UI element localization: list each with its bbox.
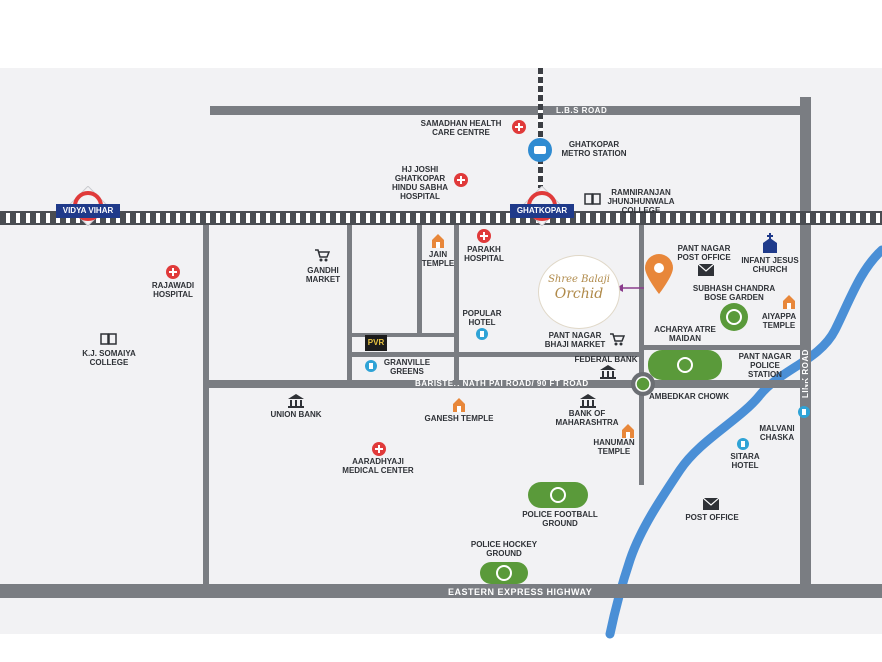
project-logo-line1: Shree Balaji bbox=[548, 274, 610, 285]
parakh-hospital-icon bbox=[477, 229, 491, 243]
pvr-cinema: PVR bbox=[365, 335, 387, 351]
church-icon bbox=[763, 233, 777, 253]
leaf-icon bbox=[496, 565, 512, 581]
pant-police-label: PANT NAGAR POLICE STATION bbox=[738, 352, 792, 379]
roundabout-icon bbox=[631, 372, 655, 396]
malvani-label: MALVANI CHASKA bbox=[759, 424, 795, 442]
hotel-icon bbox=[798, 406, 810, 418]
metro-station-label: GHATKOPAR METRO STATION bbox=[561, 140, 627, 158]
hotel-icon bbox=[365, 360, 377, 372]
rajawadi-hospital-icon bbox=[166, 265, 180, 279]
subhash-garden-label: SUBHASH CHANDRA BOSE GARDEN bbox=[692, 284, 776, 302]
kj-somaiya-label: K.J. SOMAIYA COLLEGE bbox=[82, 349, 136, 367]
gandhi-market-label: GANDHI MARKET bbox=[305, 266, 341, 284]
samadhan-label: SAMADHAN HEALTH CARE CENTRE bbox=[420, 119, 502, 137]
aaradhyaji-label: AARADHYAJI MEDICAL CENTER bbox=[342, 457, 414, 475]
road-v-left bbox=[203, 225, 209, 590]
popular-hotel-label: POPULAR HOTEL bbox=[462, 309, 502, 327]
link-road bbox=[800, 97, 811, 592]
book-icon bbox=[100, 333, 117, 345]
ghatkopar-label: GHATKOPAR bbox=[510, 204, 574, 218]
road-v-jain bbox=[417, 225, 422, 335]
map-background bbox=[0, 68, 882, 634]
ganesh-temple-icon bbox=[453, 398, 465, 412]
hj-joshi-hospital-icon bbox=[454, 173, 468, 187]
pant-bhaji-label: PANT NAGAR BHAJI MARKET bbox=[544, 331, 606, 349]
ganesh-temple-label: GANESH TEMPLE bbox=[424, 414, 494, 423]
ghatkopar-station[interactable]: GHATKOPAR bbox=[510, 186, 574, 236]
bank-icon bbox=[600, 365, 616, 379]
bank-icon bbox=[580, 394, 596, 408]
granville-label: GRANVILLE GREENS bbox=[383, 358, 431, 376]
eastern-highway-label: EASTERN EXPRESS HIGHWAY bbox=[448, 587, 593, 597]
samadhan-hospital-icon bbox=[512, 120, 526, 134]
federal-bank-label: FEDERAL BANK bbox=[574, 355, 638, 364]
arrow-icon bbox=[616, 284, 644, 292]
location-pin-icon[interactable] bbox=[645, 254, 673, 294]
acharya-atre-label: ACHARYA ATRE MAIDAN bbox=[654, 325, 716, 343]
parakh-label: PARAKH HOSPITAL bbox=[464, 245, 504, 263]
leaf-icon bbox=[726, 309, 742, 325]
mail-icon bbox=[703, 498, 719, 510]
sitara-label: SITARA HOTEL bbox=[730, 452, 760, 470]
hotel-icon bbox=[737, 438, 749, 450]
ramniranjan-label: RAMNIRANJAN JHUNJHUNWALA COLLEGE bbox=[607, 188, 675, 215]
road-h-pvr bbox=[347, 333, 457, 337]
jain-temple-label: JAIN TEMPLE bbox=[421, 250, 455, 268]
eastern-highway bbox=[0, 584, 882, 598]
railway-line bbox=[0, 211, 882, 225]
link-road-label: LINK ROAD bbox=[801, 349, 810, 398]
road-v-gandhi bbox=[347, 225, 352, 385]
police-hockey-label: POLICE HOCKEY GROUND bbox=[470, 540, 538, 558]
ambedkar-chowk-label: AMBEDKAR CHOWK bbox=[649, 392, 729, 401]
metro-line bbox=[538, 68, 543, 188]
road-v-parakh bbox=[454, 225, 459, 385]
ayappa-temple-icon bbox=[783, 295, 795, 309]
book-icon bbox=[584, 193, 601, 205]
police-hockey-garden-icon bbox=[480, 562, 528, 584]
union-bank-label: UNION BANK bbox=[270, 410, 322, 419]
project-logo[interactable]: Shree Balaji Orchid bbox=[538, 255, 620, 329]
infant-jesus-label: INFANT JESUS CHURCH bbox=[741, 256, 799, 274]
metro-station-icon bbox=[528, 138, 552, 162]
road-h-bhaji bbox=[347, 352, 642, 357]
hanuman-temple-label: HANUMAN TEMPLE bbox=[593, 438, 635, 456]
leaf-icon bbox=[677, 357, 693, 373]
ayappa-temple-label: AIYAPPA TEMPLE bbox=[761, 312, 797, 330]
vidya-vihar-label: VIDYA VIHAR bbox=[56, 204, 120, 218]
barister-road bbox=[205, 380, 805, 388]
barister-road-label: BARISTER NATH PAI ROAD/ 90 FT ROAD bbox=[415, 379, 589, 388]
police-football-label: POLICE FOOTBALL GROUND bbox=[522, 510, 598, 528]
cart-icon bbox=[315, 249, 330, 262]
hj-joshi-label: HJ JOSHI GHATKOPAR HINDU SABHA HOSPITAL bbox=[392, 165, 448, 201]
vidya-vihar-station[interactable]: VIDYA VIHAR bbox=[56, 186, 120, 236]
bank-icon bbox=[288, 394, 304, 408]
jain-temple-icon bbox=[432, 234, 444, 248]
lbs-road bbox=[210, 106, 810, 115]
mail-icon bbox=[698, 264, 714, 276]
hanuman-temple-icon bbox=[622, 424, 634, 438]
acharya-atre-garden-icon bbox=[648, 350, 722, 380]
lbs-road-label: L.B.S ROAD bbox=[556, 106, 608, 115]
rajawadi-label: RAJAWADI HOSPITAL bbox=[151, 281, 195, 299]
leaf-icon bbox=[550, 487, 566, 503]
cart-icon bbox=[610, 333, 625, 346]
bank-of-maharashtra-label: BANK OF MAHARASHTRA bbox=[555, 409, 619, 427]
pant-post-office-label: PANT NAGAR POST OFFICE bbox=[677, 244, 731, 262]
aaradhyaji-hospital-icon bbox=[372, 442, 386, 456]
road-h-pant bbox=[644, 345, 804, 350]
project-logo-line2: Orchid bbox=[554, 286, 604, 302]
subhash-garden-icon bbox=[720, 303, 748, 331]
police-football-garden-icon bbox=[528, 482, 588, 508]
hotel-icon bbox=[476, 328, 488, 340]
post-office-label: POST OFFICE bbox=[685, 513, 739, 522]
